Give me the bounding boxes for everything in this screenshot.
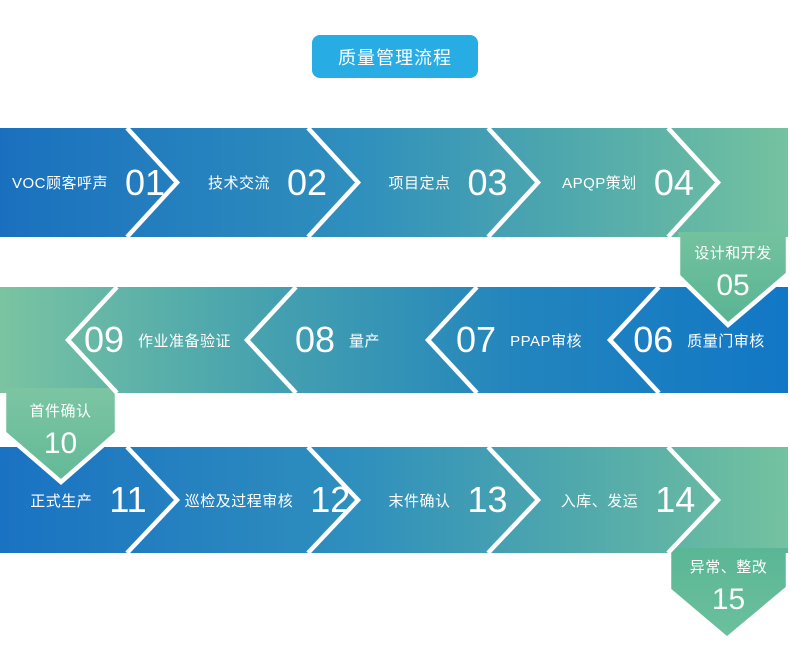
step-number: 12 — [310, 479, 351, 520]
chevron-right-icon — [486, 126, 542, 239]
chevron-left-icon — [64, 285, 119, 395]
flow-step-15: 异常、整改 15 — [669, 554, 788, 616]
flow-step-11: 正式生产 11 — [0, 447, 177, 553]
step-number: 15 — [711, 582, 746, 616]
chevron-right-icon — [666, 126, 722, 239]
chevron-right-icon — [125, 445, 181, 555]
chevron-left-icon — [606, 285, 661, 395]
step-label: 量产 — [349, 332, 381, 350]
step-number: 02 — [286, 161, 328, 203]
chevron-left-icon — [243, 285, 298, 395]
banner-shape-15 — [669, 548, 788, 639]
banner-shape-10 — [4, 388, 117, 482]
step-label: VOC顾客呼声 — [11, 175, 108, 192]
chevron-right-icon — [666, 445, 722, 555]
step-number: 14 — [655, 479, 696, 520]
step-number: 09 — [83, 319, 125, 360]
flow-step-09: 09 作业准备验证 — [68, 287, 247, 393]
step-number: 08 — [294, 319, 336, 360]
flow-step-10: 首件确认 10 — [4, 398, 117, 460]
flow-step-13: 末件确认 13 — [358, 447, 538, 553]
banner-05-outline — [675, 237, 790, 329]
step-label: PPAP审核 — [510, 332, 582, 350]
chevron-left-icon — [424, 285, 479, 395]
flow-band-row1 — [0, 128, 788, 237]
step-label: 作业准备验证 — [138, 332, 232, 350]
flow-step-02: 技术交流 02 — [177, 128, 358, 237]
step-number: 11 — [109, 479, 147, 520]
flow-step-14: 入库、发运 14 — [538, 447, 718, 553]
flow-step-08: 08 量产 — [247, 287, 428, 393]
step-number: 01 — [124, 161, 166, 203]
step-number: 13 — [467, 479, 508, 520]
title-badge: 质量管理流程 — [312, 35, 478, 78]
step-number: 04 — [653, 161, 694, 203]
flow-step-01: VOC顾客呼声 01 — [0, 128, 177, 237]
flow-step-12: 巡检及过程审核 12 — [177, 447, 358, 553]
flow-band-row2 — [0, 287, 788, 393]
step-label: 巡检及过程审核 — [184, 492, 294, 510]
flow-step-04: APQP策划 04 — [538, 128, 718, 237]
step-label: APQP策划 — [562, 175, 637, 192]
step-number: 05 — [716, 268, 750, 302]
step-label: 质量门审核 — [687, 332, 765, 350]
step-label: 首件确认 — [29, 402, 92, 420]
banner-10-outline — [1, 393, 120, 485]
step-label: 入库、发运 — [560, 492, 639, 510]
step-number: 07 — [456, 319, 497, 360]
step-label: 末件确认 — [388, 492, 451, 510]
flow-step-07: 07 PPAP审核 — [428, 287, 610, 393]
page-title: 质量管理流程 — [338, 47, 452, 68]
flow-step-03: 项目定点 03 — [358, 128, 538, 237]
chevron-right-icon — [306, 126, 362, 239]
step-number: 06 — [633, 319, 674, 360]
step-label: 项目定点 — [388, 175, 451, 192]
step-label: 异常、整改 — [689, 558, 768, 576]
flow-step-06: 06 质量门审核 — [610, 287, 788, 393]
chevron-right-icon — [125, 126, 181, 239]
chevron-right-icon — [306, 445, 362, 555]
banner-15-outline — [666, 553, 790, 642]
step-label: 技术交流 — [207, 175, 270, 192]
step-number: 03 — [467, 161, 508, 203]
flow-step-05: 设计和开发 05 — [678, 238, 788, 304]
step-label: 正式生产 — [30, 492, 93, 510]
step-label: 设计和开发 — [694, 244, 772, 262]
flow-band-row3 — [0, 447, 788, 553]
chevron-right-icon — [486, 445, 542, 555]
step-number: 10 — [43, 426, 78, 460]
